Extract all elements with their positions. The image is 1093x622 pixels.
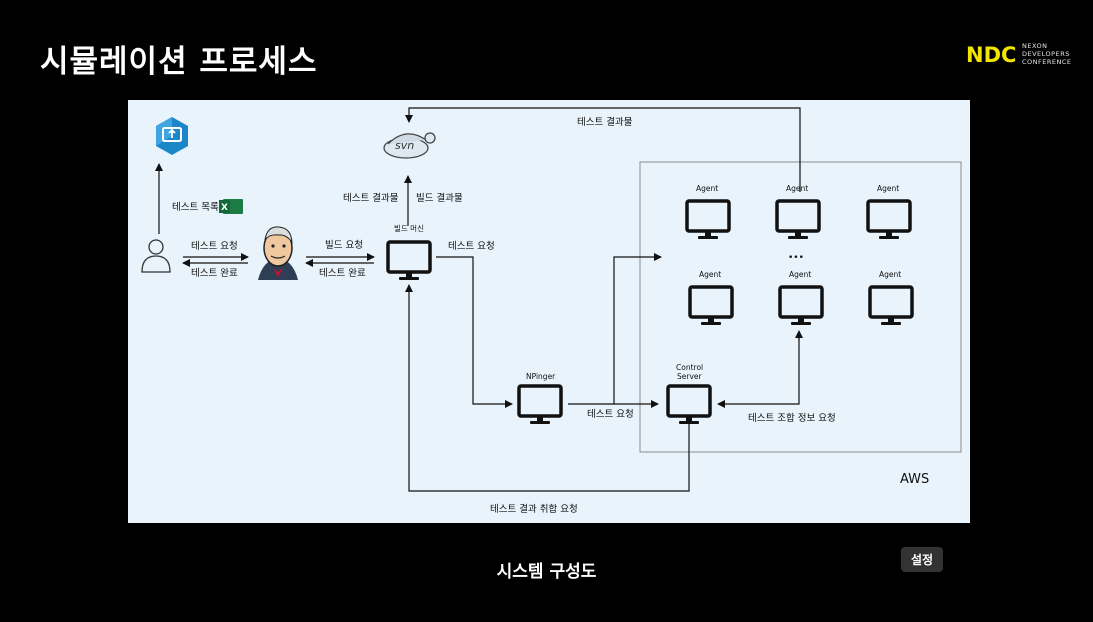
build-request-label: 빌드 요청 [325,240,363,251]
page-title: 시뮬레이션 프로세스 [40,44,318,80]
ndc-logo: NDC NEXON DEVELOPERS CONFERENCE [966,42,1072,66]
agent-monitor [868,285,914,327]
logo-line-2: DEVELOPERS [1022,50,1070,58]
agent-grid: Agent Agent Agent Agent Agent Agent ••• [685,184,914,327]
build-machine-monitor [386,240,432,282]
agent-label: Agent [877,184,899,193]
npinger-request-label: 테스트 요청 [587,409,634,420]
aggregate-request-label: 테스트 결과 취합 요청 [490,504,578,515]
ndc-logo-mark: NDC [966,43,1016,66]
aws-label: AWS [900,472,929,487]
agent-monitor [688,285,734,327]
combo-request-label: 테스트 조합 정보 요청 [748,413,836,424]
build-complete-label: 테스트 완료 [319,268,366,279]
svg-text:NDC: NDC [966,43,1016,66]
agent-label: Agent [879,270,901,279]
agent-label: Agent [699,270,721,279]
agent-label: Agent [696,184,718,193]
agent-ellipsis: ••• [788,253,804,263]
logo-line-3: CONFERENCE [1022,58,1072,66]
diagram-panel: AWS 테스트 목록 X 테스트 요청 테스트 완료 빌드 요청 테스트 완료 [128,100,970,523]
test-list-label: 테스트 목록 [172,202,219,213]
control-server-monitor [666,384,712,426]
svn-icon: svn [383,132,436,159]
system-diagram: AWS 테스트 목록 X 테스트 요청 테스트 완료 빌드 요청 테스트 완료 [141,107,962,515]
settings-button[interactable]: 설정 [901,547,943,572]
excel-icon: X [219,199,243,214]
user-icon [141,239,171,273]
agent-label: Agent [789,270,811,279]
test-request-label: 테스트 요청 [191,241,238,252]
agent-monitor [775,199,821,241]
agent-label: Agent [786,184,808,193]
slide-caption: 시스템 구성도 [496,562,597,582]
test-management-icon [156,117,188,155]
test-result-label: 테스트 결과물 [343,193,399,204]
agent-monitor [866,199,912,241]
svg-text:svn: svn [395,139,414,152]
build-machine-label: 빌드 머신 [394,224,424,233]
agent-monitor [685,199,731,241]
build-result-label: 빌드 결과물 [416,193,463,204]
control-server-label-1: Control [676,363,703,372]
agent-monitor [778,285,824,327]
jenkins-icon [258,226,298,280]
test-complete-label: 테스트 완료 [191,268,238,279]
top-result-label: 테스트 결과물 [577,117,633,128]
npinger-label: NPinger [526,372,556,381]
logo-line-1: NEXON [1022,42,1048,50]
svg-text:X: X [221,203,228,213]
control-server-label-2: Server [677,372,703,381]
build-test-request-label: 테스트 요청 [448,241,495,252]
npinger-monitor [517,384,563,426]
